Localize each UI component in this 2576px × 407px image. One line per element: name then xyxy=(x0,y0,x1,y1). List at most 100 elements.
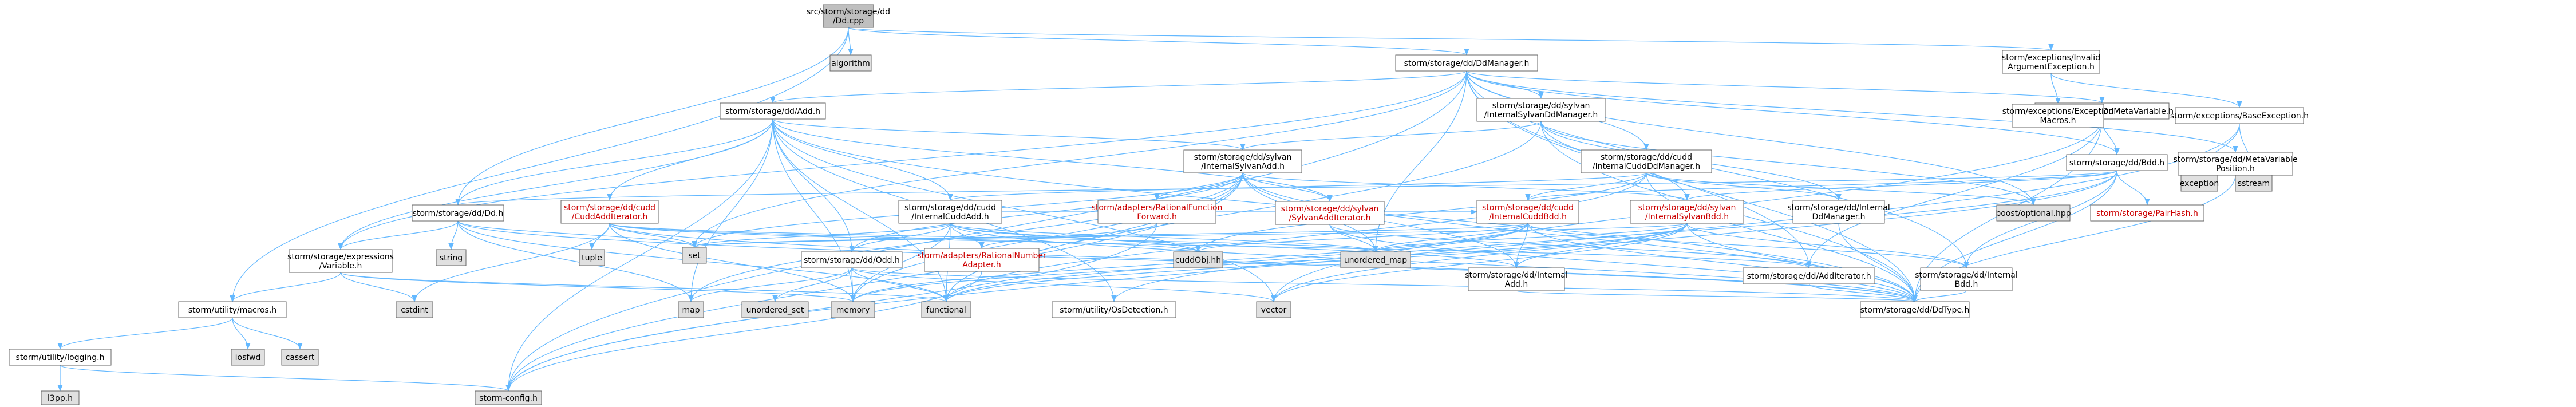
node-sstream[interactable]: sstream xyxy=(2235,175,2273,192)
node-Bdd[interactable]: storm/storage/dd/Bdd.h xyxy=(2066,154,2168,171)
node-macros[interactable]: storm/utility/macros.h xyxy=(178,301,287,318)
node-OsDetection[interactable]: storm/utility/OsDetection.h xyxy=(1052,301,1176,318)
edge-CuddAdd-to-Odd xyxy=(852,223,951,252)
node-box xyxy=(921,301,971,318)
node-memory[interactable]: memory xyxy=(831,301,875,318)
node-box xyxy=(2012,104,2104,128)
node-set[interactable]: set xyxy=(682,247,707,264)
edge-root-to-InvalidArg xyxy=(848,27,2051,50)
edge-CuddBdd-to-functional xyxy=(946,223,1528,302)
node-label: storm/storage/dd/AddIterator.h xyxy=(1747,272,1871,281)
node-box xyxy=(2175,107,2304,124)
node-label: storm/exceptions/BaseException.h xyxy=(2170,112,2309,121)
node-boostOptional[interactable]: boost/optional.hpp xyxy=(1996,204,2071,222)
node-label: /InternalSylvanBdd.h xyxy=(1645,212,1729,222)
node-l3pp[interactable]: l3pp.h xyxy=(41,390,80,405)
edge-Add-to-map xyxy=(691,118,773,302)
node-label: storm/storage/dd/sylvan xyxy=(1194,153,1292,162)
edge-InternalDdMgr-to-DdType xyxy=(1838,223,1915,302)
node-InvalidArg[interactable]: storm/exceptions/InvalidArgumentExceptio… xyxy=(2002,50,2100,74)
node-label: unordered_set xyxy=(746,306,804,315)
node-AddIter[interactable]: storm/storage/dd/AddIterator.h xyxy=(1743,267,1875,284)
node-SylvanBdd[interactable]: storm/storage/dd/sylvan/InternalSylvanBd… xyxy=(1630,200,1744,224)
node-CuddAdd[interactable]: storm/storage/dd/cudd/InternalCuddAdd.h xyxy=(898,200,1002,224)
node-label: /InternalSylvanDdManager.h xyxy=(1484,110,1598,120)
node-exception[interactable]: exception xyxy=(2180,175,2219,192)
edge-InvalidArg-to-ExcMacros xyxy=(2050,73,2058,104)
edge-Bdd-to-PairHash xyxy=(2116,170,2147,206)
node-functional[interactable]: functional xyxy=(921,301,971,318)
node-label: Position.h xyxy=(2216,164,2255,173)
node-iosfwd[interactable]: iosfwd xyxy=(231,349,265,366)
edge-macros-to-iosfwd xyxy=(232,317,248,349)
edge-DdMetaVar-to-Bdd xyxy=(2101,118,2117,155)
node-DdH[interactable]: storm/storage/dd/Dd.h xyxy=(412,204,504,222)
edge-Odd-to-map xyxy=(691,267,852,302)
node-SylvanAdd[interactable]: storm/storage/dd/sylvan/InternalSylvanAd… xyxy=(1183,149,1302,173)
node-CuddAddIter[interactable]: storm/storage/dd/cudd/CuddAddIterator.h xyxy=(560,200,659,224)
node-tuple[interactable]: tuple xyxy=(579,249,605,266)
node-DdType[interactable]: storm/storage/dd/DdType.h xyxy=(1860,301,1970,318)
edge-CuddAddIter-to-memory xyxy=(609,223,853,302)
edge-macros-to-cassert xyxy=(232,317,300,350)
node-unorderedMap[interactable]: unordered_map xyxy=(1340,251,1411,268)
node-string[interactable]: string xyxy=(436,249,467,266)
node-DdManager[interactable]: storm/storage/dd/DdManager.h xyxy=(1395,54,1538,72)
node-map[interactable]: map xyxy=(678,301,704,318)
node-cassert[interactable]: cassert xyxy=(281,349,319,366)
edge-SylvanBdd-to-InternalBdd xyxy=(1686,223,1966,268)
node-Odd[interactable]: storm/storage/dd/Odd.h xyxy=(801,251,903,268)
node-label: storm/storage/dd/Internal xyxy=(1465,271,1568,280)
node-label: storm/utility/logging.h xyxy=(16,353,105,362)
edge-SylvanBdd-to-set xyxy=(694,223,1688,248)
node-SylvanAddIter[interactable]: storm/storage/dd/sylvan/SylvanAddIterato… xyxy=(1275,201,1385,225)
edge-Add-to-vector xyxy=(772,118,1274,302)
node-root[interactable]: src/storm/storage/dd/Dd.cpp xyxy=(807,4,890,28)
node-PairHash[interactable]: storm/storage/PairHash.h xyxy=(2090,204,2204,222)
node-CuddDdMgr[interactable]: storm/storage/dd/cudd/InternalCuddDdMana… xyxy=(1581,149,1712,173)
node-label: /Variable.h xyxy=(319,262,362,271)
node-algorithm[interactable]: algorithm xyxy=(829,54,872,72)
node-cuddObj[interactable]: cuddObj.hh xyxy=(1173,251,1223,268)
edge-SylvanBdd-to-DdType xyxy=(1686,223,1915,302)
node-label: storm/storage/dd/Internal xyxy=(1915,271,2018,280)
node-stormConfig[interactable]: storm-config.h xyxy=(475,390,542,405)
node-label: storm/storage/expressions xyxy=(287,252,394,262)
edge-SylvanBdd-to-unorderedMap xyxy=(1376,223,1688,252)
edge-Add-to-Odd xyxy=(772,118,852,252)
node-Add[interactable]: storm/storage/dd/Add.h xyxy=(720,102,826,120)
node-vector[interactable]: vector xyxy=(1256,301,1291,318)
node-box xyxy=(2178,152,2293,176)
node-box xyxy=(1920,267,2013,291)
edge-SylvanDdMgr-to-SylvanAdd xyxy=(1243,121,1542,151)
node-CuddBdd[interactable]: storm/storage/dd/cudd/InternalCuddBdd.h xyxy=(1476,200,1579,224)
node-box xyxy=(741,301,809,318)
node-box xyxy=(1476,98,1606,122)
edge-CuddBdd-to-set xyxy=(694,223,1528,248)
node-cstdint[interactable]: cstdint xyxy=(396,301,433,318)
edge-root-to-DdManager xyxy=(848,27,1467,56)
edge-CuddAdd-to-set xyxy=(694,223,951,248)
node-box xyxy=(2235,175,2273,192)
node-ExprVar[interactable]: storm/storage/expressions/Variable.h xyxy=(287,249,394,273)
node-box xyxy=(436,249,467,266)
edge-CuddAddIter-to-cstdint xyxy=(414,223,610,302)
node-label: unordered_map xyxy=(1344,256,1407,265)
node-BaseExc[interactable]: storm/exceptions/BaseException.h xyxy=(2170,107,2309,124)
node-logging[interactable]: storm/utility/logging.h xyxy=(9,349,112,366)
node-box xyxy=(41,390,80,405)
node-unorderedSet[interactable]: unordered_set xyxy=(741,301,809,318)
edge-Bdd-to-CuddBdd xyxy=(1528,170,2117,201)
edge-root-to-algorithm xyxy=(848,27,851,55)
node-box xyxy=(1996,204,2071,222)
node-SylvanDdMgr[interactable]: storm/storage/dd/sylvan/InternalSylvanDd… xyxy=(1476,98,1606,122)
edge-Bdd-to-SylvanBdd xyxy=(1687,170,2117,201)
edge-Odd-to-vector xyxy=(851,267,1274,302)
